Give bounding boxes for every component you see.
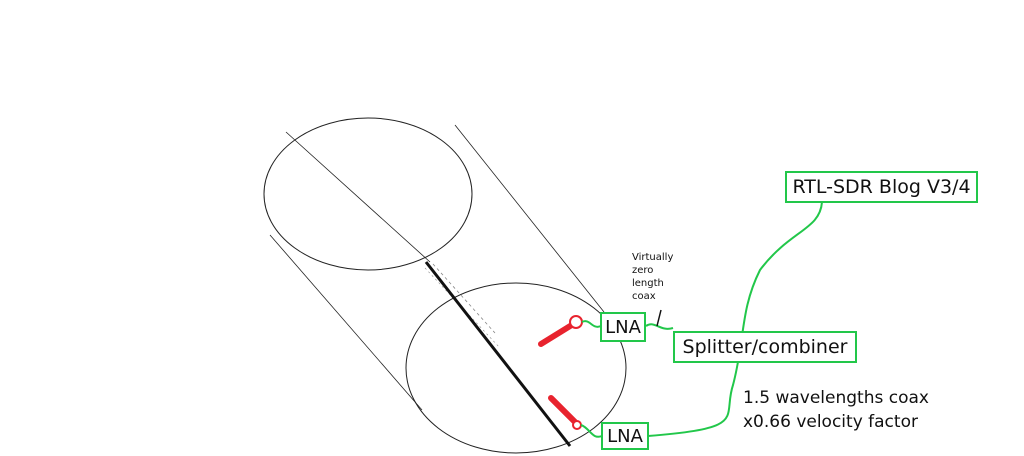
zero-length-coax [645,323,674,330]
cylinder-side-line [454,124,605,313]
splitter-box: Splitter/combiner [673,331,857,363]
coax-length-line: 1.5 wavelengths coax [743,388,929,408]
top-ellipse [263,117,473,271]
coax-note-line: zero [632,265,654,276]
top-feed-point [569,315,583,329]
lna-bottom-box: LNA [601,422,649,450]
coax-note-line: length [632,278,664,289]
coax-length-note: 1.5 wavelengths coax x0.66 velocity fact… [743,386,929,434]
splitter-label: Splitter/combiner [682,336,848,358]
coax-note-line: Virtually [632,252,674,263]
rtl-sdr-label: RTL-SDR Blog V3/4 [792,176,971,198]
lna-bottom-label: LNA [607,425,643,447]
coax-note: Virtually zero length coax [632,251,673,303]
coax-length-line: x0.66 velocity factor [743,412,918,432]
bottom-feed-cable [580,424,603,438]
bottom-ellipse [405,282,627,454]
lna-top-box: LNA [600,312,646,342]
hidden-line [424,267,501,349]
coax-note-line: coax [632,291,656,302]
lna-top-label: LNA [605,316,641,338]
top-diagonal-line [285,131,431,263]
top-dipole [538,320,578,347]
bottom-feed-point [572,420,582,430]
hidden-line [432,263,496,334]
cylinder-side-line [269,234,423,411]
top-feed-cable [581,320,602,328]
rtl-sdr-box: RTL-SDR Blog V3/4 [785,171,978,203]
mast-line [424,261,572,447]
bottom-dipole [548,395,578,425]
note-pointer-line [656,309,662,327]
